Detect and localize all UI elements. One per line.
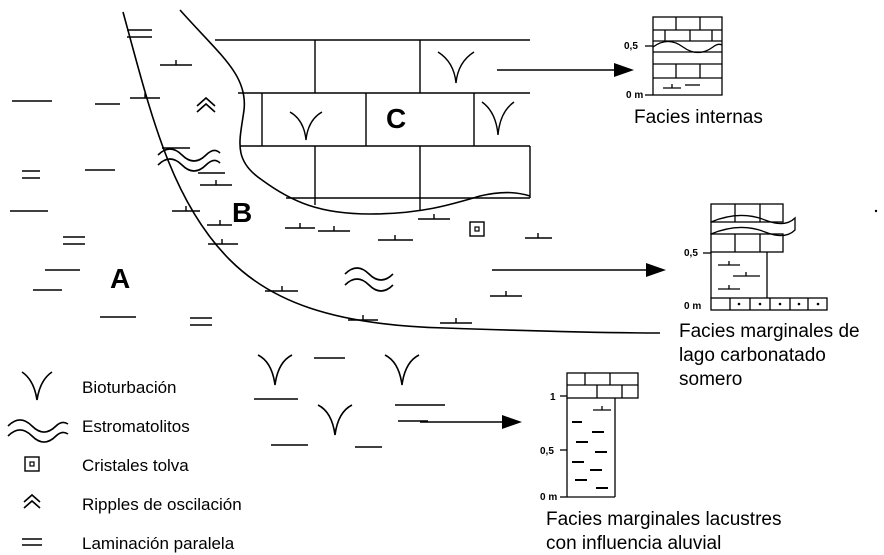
legend-bioturbation: Bioturbación xyxy=(82,378,177,397)
legend-hopper-crystals: Cristales tolva xyxy=(82,456,189,475)
tick-carbonate-05: 0,5 xyxy=(684,248,698,259)
inner-boundary xyxy=(179,9,531,215)
stromatolite-icon xyxy=(7,419,69,433)
column-internal xyxy=(645,16,723,96)
lamination-icon xyxy=(22,538,42,546)
caption-carbonate-line1: Facies marginales de xyxy=(679,321,860,342)
bioturbation-mark xyxy=(437,51,475,84)
hopper-crystal-icon xyxy=(24,456,40,472)
tick-alluvial-1: 1 xyxy=(550,392,556,403)
tick-internal-0m: 0 m xyxy=(626,90,643,101)
arrows xyxy=(420,69,650,423)
zone-c-label: C xyxy=(386,103,406,134)
speck xyxy=(874,209,878,213)
alluvial-marks xyxy=(254,354,445,448)
column-alluvial-dashes xyxy=(572,421,608,489)
zone-a-laminations xyxy=(10,29,212,326)
zone-a-label: A xyxy=(110,263,130,294)
ripple-mark xyxy=(196,102,216,113)
bioturbation-icon xyxy=(21,371,53,401)
caption-alluvial-line1: Facies marginales lacustres xyxy=(546,509,781,530)
tick-alluvial-0m: 0 m xyxy=(540,492,557,503)
caption-internal: Facies internas xyxy=(634,107,763,128)
legend: Bioturbación Estromatolitos Cristales to… xyxy=(7,371,242,553)
ripple-mark xyxy=(196,96,216,107)
facies-map xyxy=(10,9,666,448)
tick-internal-05: 0,5 xyxy=(624,41,638,52)
sand-dots xyxy=(737,302,820,306)
column-marginal-carbonate xyxy=(703,203,828,311)
bioturbation-mark xyxy=(289,111,323,141)
caption-carbonate-line3: somero xyxy=(679,369,742,390)
legend-stromatolites: Estromatolitos xyxy=(82,417,190,436)
caption-carbonate-line2: lago carbonatado xyxy=(679,345,826,366)
caption-alluvial-line2: con influencia aluvial xyxy=(546,533,721,554)
bioturbation-mark xyxy=(481,101,515,136)
legend-parallel-lamination: Laminación paralela xyxy=(82,534,235,553)
column-marginal-alluvial xyxy=(560,372,639,498)
tick-carbonate-0m: 0 m xyxy=(684,301,701,312)
zone-b-label: B xyxy=(232,197,252,228)
legend-oscillation-ripples: Ripples de oscilación xyxy=(82,495,242,514)
ripple-icon xyxy=(23,493,41,503)
zone-c-bricks xyxy=(215,39,531,210)
tick-alluvial-05: 0,5 xyxy=(540,446,554,457)
stromatolite-marks xyxy=(157,148,394,292)
hopper-crystal-mark xyxy=(469,221,485,237)
zone-b-marks xyxy=(130,60,552,324)
outer-boundary xyxy=(122,11,661,334)
